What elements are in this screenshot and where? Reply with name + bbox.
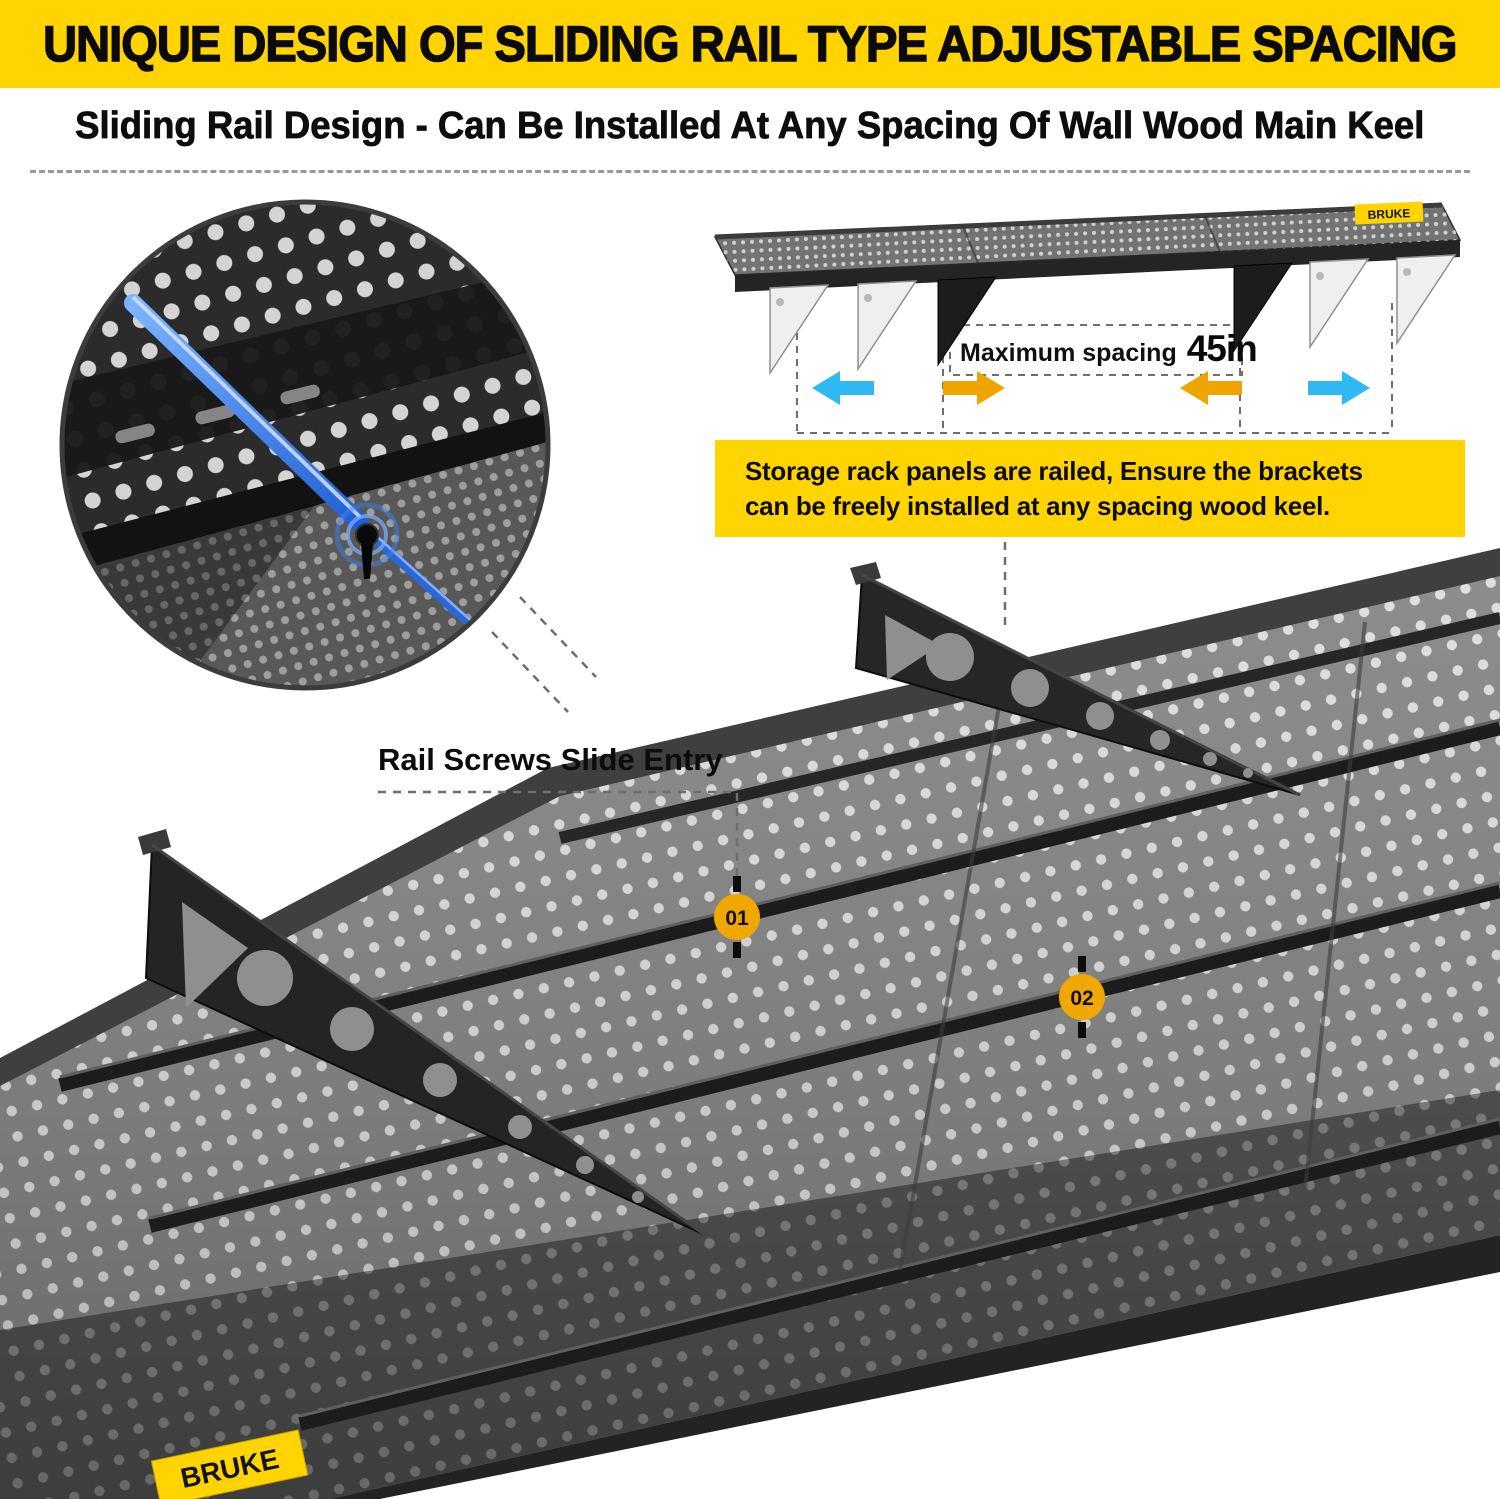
shelf-front-edge: [735, 240, 1460, 292]
arrow-slide-left-amber-icon: [1180, 371, 1242, 405]
arrow-slide-left-cyan-icon: [812, 371, 874, 405]
bracket-white-1: [769, 284, 830, 376]
slide-entry-marker-01: 01: [714, 876, 760, 958]
arrow-slide-right-cyan-icon: [1308, 371, 1370, 405]
mounting-bracket-left: [138, 829, 706, 1237]
inset-ring: [59, 199, 551, 691]
separator-dashed-line: [30, 170, 1470, 173]
mounting-bracket-right: [850, 562, 1301, 797]
shelf-top: [713, 202, 1462, 292]
info-box-line2: can be freely installed at any spacing w…: [745, 490, 1330, 521]
slide-entry-marker-02: 02: [1059, 956, 1105, 1038]
panel-seam-1: [898, 699, 1002, 1271]
bracket-holes: [885, 615, 1253, 778]
rail-screw-shaft: [361, 544, 373, 579]
main-product-figure: 01 02 BRUKE: [0, 542, 1500, 1499]
brand-tag-shelf-text: BRUKE: [1367, 206, 1410, 222]
headline-text: UNIQUE DESIGN OF SLIDING RAIL TYPE ADJUS…: [43, 15, 1459, 73]
bracket-flange: [138, 829, 171, 855]
panel-seam-2: [1303, 621, 1367, 1191]
subtitle-text: Sliding Rail Design - Can Be Installed A…: [75, 104, 1425, 147]
panel-front-edge: [330, 1235, 1500, 1499]
brand-tag-shelf: BRUKE: [1354, 201, 1424, 225]
blue-rail-rod: [124, 294, 369, 532]
bracket-black-1: [937, 276, 997, 367]
bracket-white-4: [1396, 254, 1457, 346]
headline-banner: UNIQUE DESIGN OF SLIDING RAIL TYPE ADJUS…: [0, 0, 1500, 88]
inset-leader-dash-2: [519, 596, 597, 678]
marker-02-label: 02: [1070, 987, 1093, 1010]
frame-rail-band: [63, 265, 547, 480]
info-box: Storage rack panels are railed, Ensure t…: [715, 440, 1465, 537]
rail-screws-callout: Rail Screws Slide Entry: [378, 742, 723, 777]
inset-leader-dash-1: [491, 631, 569, 713]
subtitle: Sliding Rail Design - Can Be Installed A…: [0, 94, 1500, 158]
info-box-line1: Storage rack panels are railed, Ensure t…: [745, 456, 1363, 487]
marker-01-label: 01: [725, 907, 749, 930]
panel-back-lip: [0, 548, 1500, 1086]
zoom-circle-inset: [59, 199, 551, 691]
max-spacing-text: Maximum spacing: [960, 339, 1177, 367]
shelf-panel: [0, 548, 1500, 1499]
max-spacing-label: Maximum spacing 45in: [960, 328, 1258, 370]
max-spacing-value: 45in: [1186, 328, 1258, 369]
bracket-holes: [182, 902, 644, 1203]
bracket-white-3: [1309, 258, 1370, 350]
bracket-black-2: [1233, 262, 1293, 353]
arrow-slide-right-amber-icon: [943, 371, 1005, 405]
bracket-white-2: [857, 280, 918, 372]
wall-rack-spacing-diagram: BRUKE: [713, 201, 1462, 434]
callout-leader-dash: [378, 790, 739, 892]
